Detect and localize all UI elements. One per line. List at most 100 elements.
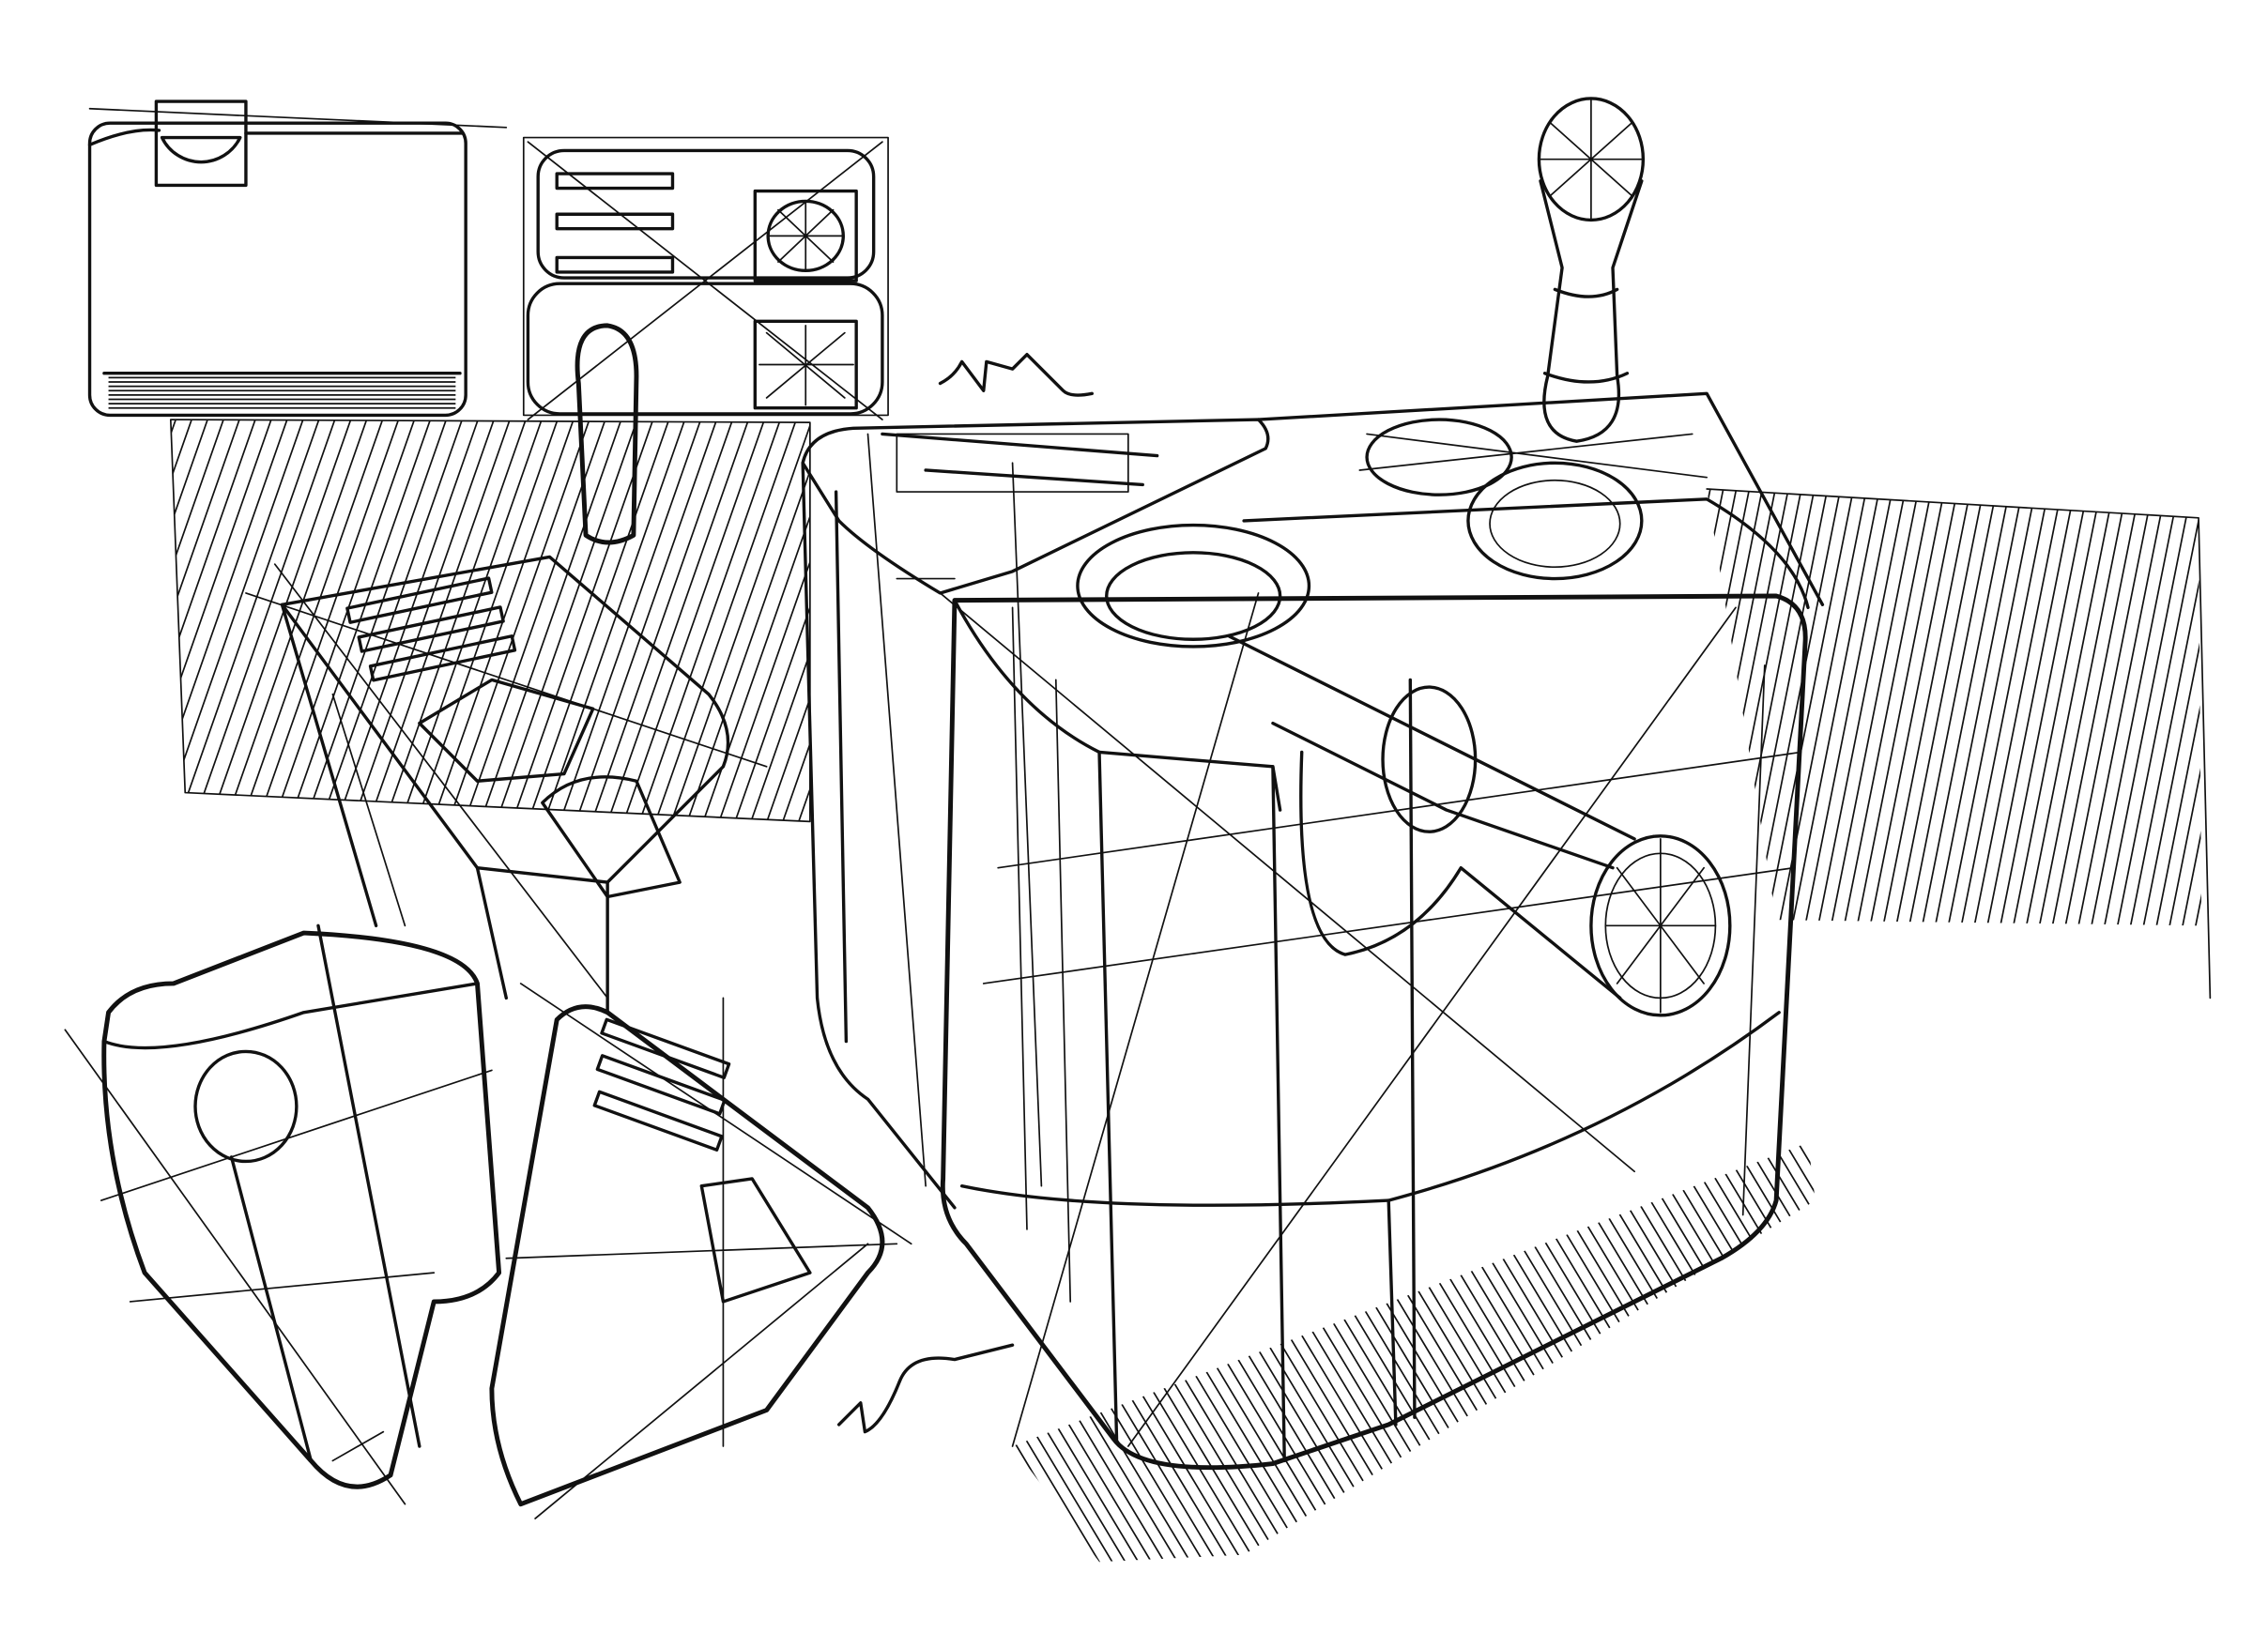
hatch-line xyxy=(1675,1142,1816,1563)
hatch-line xyxy=(1905,489,2000,926)
hatch-line xyxy=(1707,489,1766,926)
hatch-line xyxy=(361,420,516,822)
hatch-line xyxy=(2035,489,2130,926)
hatch-line xyxy=(297,1114,575,1577)
hatch-line xyxy=(0,405,22,839)
hatch-line xyxy=(1827,489,1923,926)
hatch-line xyxy=(1594,478,1687,940)
hatch-line xyxy=(2206,478,2268,940)
hatch-line xyxy=(1970,489,2065,926)
hatch-line xyxy=(1918,489,2014,926)
hatch-line xyxy=(2245,478,2268,940)
hatch-line xyxy=(457,420,612,822)
hatch-line xyxy=(1012,1142,1292,1563)
hatch-line xyxy=(1012,1142,1188,1563)
hatch-line xyxy=(791,420,810,822)
hatch-line xyxy=(696,420,810,822)
microphone-sketch xyxy=(1537,97,1646,443)
hatch-line xyxy=(1297,1142,1578,1563)
hatch-line xyxy=(427,1114,705,1577)
hatch-line xyxy=(1779,1142,1816,1563)
hatch-line xyxy=(2219,478,2268,940)
hatch-line xyxy=(1337,1142,1617,1563)
hatch-line xyxy=(1898,1114,2176,1577)
hatch-line xyxy=(1727,1142,1816,1563)
hatch-line xyxy=(1012,1142,1252,1563)
hatch-line xyxy=(473,420,628,822)
hatch-line xyxy=(1984,489,2078,926)
hatch-line xyxy=(1503,478,1596,940)
hatch-line xyxy=(235,420,389,822)
hatch-line xyxy=(329,420,484,822)
back-top-surface xyxy=(1242,391,1825,610)
hatch-line xyxy=(1819,1114,2097,1577)
hatch-line xyxy=(335,1114,613,1577)
hatch-line xyxy=(617,420,771,822)
hatch-line xyxy=(1688,1142,1816,1563)
hatch-line xyxy=(1111,405,1263,839)
front-box-sketch xyxy=(939,592,1808,1471)
hatch-line xyxy=(1584,1142,1816,1563)
hatch-line xyxy=(2001,1114,2268,1577)
hatch-line xyxy=(2100,489,2196,926)
hatch-line xyxy=(170,420,294,822)
hatch-line xyxy=(170,420,182,822)
hatch-line xyxy=(648,420,803,822)
hatch-line xyxy=(1846,1114,2123,1577)
hatch-line xyxy=(1016,405,1168,839)
hatch-line xyxy=(601,420,755,822)
hatch-line xyxy=(187,420,341,822)
hatch-line xyxy=(633,420,787,822)
hatch-line xyxy=(1012,1142,1214,1563)
hatch-line xyxy=(2231,478,2268,940)
hatch-line xyxy=(840,405,992,839)
handwritten-signature-bottom xyxy=(836,1343,1015,1434)
hatch-line xyxy=(1477,478,1570,940)
hatch-line xyxy=(0,405,85,839)
hatch-line xyxy=(13,405,165,839)
hatch-line xyxy=(635,1114,912,1577)
hatch-line xyxy=(2022,489,2118,926)
hatch-line xyxy=(585,420,739,822)
handwritten-signature-top xyxy=(938,353,1095,397)
hatch-line xyxy=(1840,489,1935,926)
hatch-line xyxy=(1490,478,1583,940)
hatch-line xyxy=(409,420,564,822)
hatch-line xyxy=(348,1114,626,1577)
hatch-line xyxy=(170,420,230,822)
hatch-line xyxy=(401,1114,679,1577)
hatch-line xyxy=(1937,1114,2214,1577)
hatch-line xyxy=(1663,1142,1816,1563)
tilted-device-sketch xyxy=(245,555,768,1015)
hatch-line xyxy=(1707,489,1779,926)
hatch-line xyxy=(1012,1142,1019,1563)
hatch-line xyxy=(439,1114,717,1577)
hatch-line xyxy=(2166,489,2202,926)
hatch-line xyxy=(1607,478,1700,940)
hatch-line xyxy=(310,1114,588,1577)
hatch-line xyxy=(1376,1142,1656,1563)
hatch-line xyxy=(414,1114,692,1577)
hatch-line xyxy=(1931,489,2026,926)
hatch-line xyxy=(267,420,421,822)
hatch-line xyxy=(375,1114,652,1577)
hatch-line xyxy=(1516,478,1609,940)
hatch-line xyxy=(1441,1142,1721,1563)
hatch-line xyxy=(759,420,810,822)
hatch-line xyxy=(775,420,810,822)
hatch-line xyxy=(609,1114,887,1577)
hatch-line xyxy=(1792,1142,1816,1563)
hatch-line xyxy=(1989,1114,2267,1577)
hatch-line xyxy=(270,1114,548,1577)
hatch-line xyxy=(530,1114,808,1577)
hatch-line xyxy=(0,405,54,839)
hatch-line xyxy=(1388,1142,1669,1563)
hatch-line xyxy=(1363,1142,1643,1563)
top-left-box-sketch xyxy=(87,99,508,418)
hatch-left-outline xyxy=(169,419,811,823)
bottom-device-sketch xyxy=(489,983,912,1519)
hatch-line xyxy=(1997,489,2092,926)
hatch-line xyxy=(1714,1142,1816,1563)
hatch-line xyxy=(171,420,325,822)
